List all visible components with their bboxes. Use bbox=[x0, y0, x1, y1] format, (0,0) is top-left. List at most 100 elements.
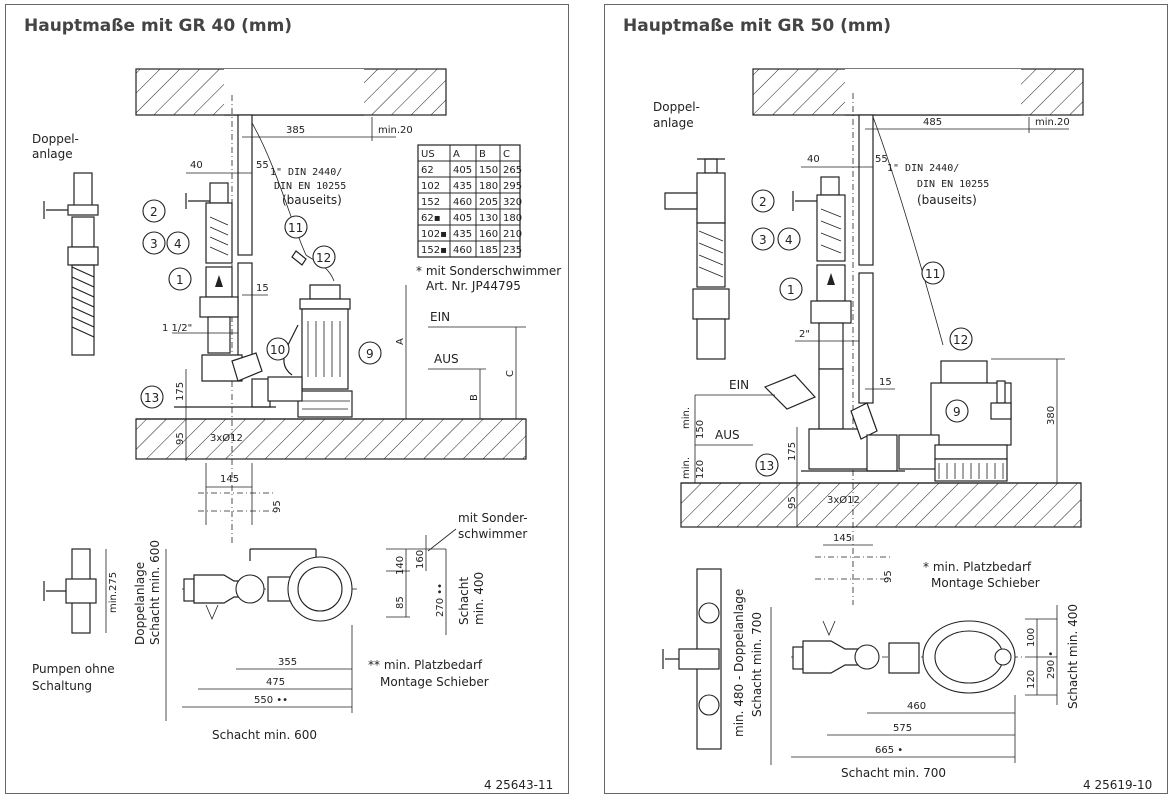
dim-2in: 2" bbox=[799, 329, 810, 340]
table-header-cell: B bbox=[479, 149, 486, 160]
table-cell: 435 bbox=[453, 229, 472, 240]
table-cell: 180 bbox=[479, 181, 498, 192]
svg-text:10: 10 bbox=[270, 343, 285, 357]
dim-95: 95 bbox=[787, 496, 798, 509]
pump-body-gr50 bbox=[898, 360, 1012, 482]
dim-160: 160 bbox=[415, 550, 426, 569]
double-plant-label-2: anlage bbox=[32, 147, 73, 161]
dim-1-1-2: 1 1/2" bbox=[162, 323, 192, 334]
footnote-dstar-2: Montage Schieber bbox=[380, 675, 489, 689]
valve-assembly bbox=[174, 182, 276, 408]
dim-100: 100 bbox=[1026, 628, 1037, 647]
dim-95b: 95 bbox=[272, 500, 283, 513]
dim-145: 145 bbox=[220, 474, 239, 485]
dim-140: 140 bbox=[395, 556, 406, 575]
plan-double-plant bbox=[43, 548, 97, 634]
svg-text:9: 9 bbox=[953, 405, 961, 419]
callout-10: 10 bbox=[266, 337, 290, 361]
pipe-note-2: DIN EN 10255 bbox=[917, 179, 989, 190]
shaft-right: Schacht min. 400 bbox=[1066, 604, 1080, 709]
pipe-note-3: (bauseits) bbox=[282, 193, 342, 207]
footnote-dstar-1: ** min. Platzbedarf bbox=[368, 658, 483, 672]
callout-1: 1 bbox=[779, 277, 803, 301]
dim-290: 290 • bbox=[1046, 651, 1057, 679]
dim-385: 385 bbox=[286, 125, 305, 136]
svg-text:4: 4 bbox=[174, 237, 182, 251]
dim-150: 150 bbox=[695, 420, 706, 439]
panel-gr40: Hauptmaße mit GR 40 (mm) Doppel- anlage bbox=[5, 4, 569, 794]
callout-9: 9 bbox=[358, 341, 382, 365]
plan-double-plant bbox=[662, 568, 722, 750]
special-float-1: mit Sonder- bbox=[458, 511, 528, 525]
double-plant-label-1: Doppel- bbox=[32, 132, 79, 146]
shaft-right-1: Schacht bbox=[457, 577, 471, 625]
dim-85: 85 bbox=[395, 596, 406, 609]
dim-min1: min. bbox=[681, 407, 692, 429]
table-cell: 205 bbox=[479, 197, 498, 208]
callout-1: 1 bbox=[168, 267, 192, 291]
gr50-drawing: Doppel- anlage bbox=[653, 68, 1152, 792]
footnote-star-2: Montage Schieber bbox=[931, 576, 1040, 590]
dim-550: 550 •• bbox=[254, 695, 288, 706]
floor-slab bbox=[135, 418, 527, 460]
pipe-note-1: 1" DIN 2440/ bbox=[270, 167, 342, 178]
callout-12: 12 bbox=[949, 327, 973, 351]
dim-min20: min.20 bbox=[1035, 117, 1070, 128]
dim-120: 120 bbox=[695, 460, 706, 479]
svg-text:1: 1 bbox=[176, 273, 184, 287]
dim-175: 175 bbox=[175, 382, 186, 401]
dim-55: 55 bbox=[256, 160, 269, 171]
dim-380: 380 bbox=[1046, 406, 1057, 425]
double-plant-side-figure bbox=[43, 172, 99, 356]
shaft-right-2: min. 400 bbox=[472, 572, 486, 625]
callout-3: 3 bbox=[751, 227, 775, 251]
table-cell: 210 bbox=[503, 229, 522, 240]
panel-title: Hauptmaße mit GR 40 (mm) bbox=[24, 16, 293, 36]
dim-min275: min.275 bbox=[108, 572, 119, 613]
table-cell: 405 bbox=[453, 165, 472, 176]
table-cell: 185 bbox=[479, 245, 498, 256]
table-cell: 152▪ bbox=[421, 245, 447, 256]
callout-4: 4 bbox=[777, 227, 801, 251]
shaft-vertical-1: min. 480 - Doppelanlage bbox=[732, 589, 746, 737]
plan-view-gr40 bbox=[182, 548, 358, 622]
svg-text:11: 11 bbox=[925, 267, 940, 281]
cable bbox=[251, 122, 307, 256]
pumps-label-1: Pumpen ohne bbox=[32, 662, 115, 676]
shaft-vertical-2: Schacht min. 700 bbox=[750, 612, 764, 717]
dim-B: B bbox=[469, 394, 480, 401]
table-cell: 295 bbox=[503, 181, 522, 192]
dim-min20: min.20 bbox=[378, 125, 413, 136]
callout-11: 11 bbox=[921, 261, 945, 285]
callout-11: 11 bbox=[284, 215, 308, 239]
level-on: EIN bbox=[430, 310, 450, 324]
table-cell: 160 bbox=[479, 229, 498, 240]
callout-13: 13 bbox=[140, 385, 164, 409]
table-cell: 102▪ bbox=[421, 229, 447, 240]
dim-575: 575 bbox=[893, 723, 912, 734]
callout-2: 2 bbox=[142, 199, 166, 223]
callout-13: 13 bbox=[755, 453, 779, 477]
double-plant-label-1: Doppel- bbox=[653, 100, 700, 114]
table-frame bbox=[417, 144, 521, 258]
level-on: EIN bbox=[729, 378, 749, 392]
svg-text:11: 11 bbox=[288, 221, 303, 235]
dim-175: 175 bbox=[787, 442, 798, 461]
dim-holes: 3xØ12 bbox=[210, 432, 243, 444]
callout-2: 2 bbox=[751, 189, 775, 213]
dim-holes: 3xØ12 bbox=[827, 494, 860, 506]
table-cell: 460 bbox=[453, 197, 472, 208]
pipe-note-1: 1" DIN 2440/ bbox=[887, 163, 959, 174]
dim-475: 475 bbox=[266, 677, 285, 688]
table-cell: 460 bbox=[453, 245, 472, 256]
table-cell: 180 bbox=[503, 213, 522, 224]
riser-pipe bbox=[237, 114, 253, 256]
table-header-cell: US bbox=[421, 149, 435, 160]
table-cell: 62 bbox=[421, 165, 434, 176]
panel-title: Hauptmaße mit GR 50 (mm) bbox=[623, 16, 892, 36]
footnote-star-2: Art. Nr. JP44795 bbox=[426, 279, 521, 293]
shaft-bottom: Schacht min. 600 bbox=[212, 728, 317, 742]
cable bbox=[872, 116, 944, 346]
pipe-note-3: (bauseits) bbox=[917, 193, 977, 207]
